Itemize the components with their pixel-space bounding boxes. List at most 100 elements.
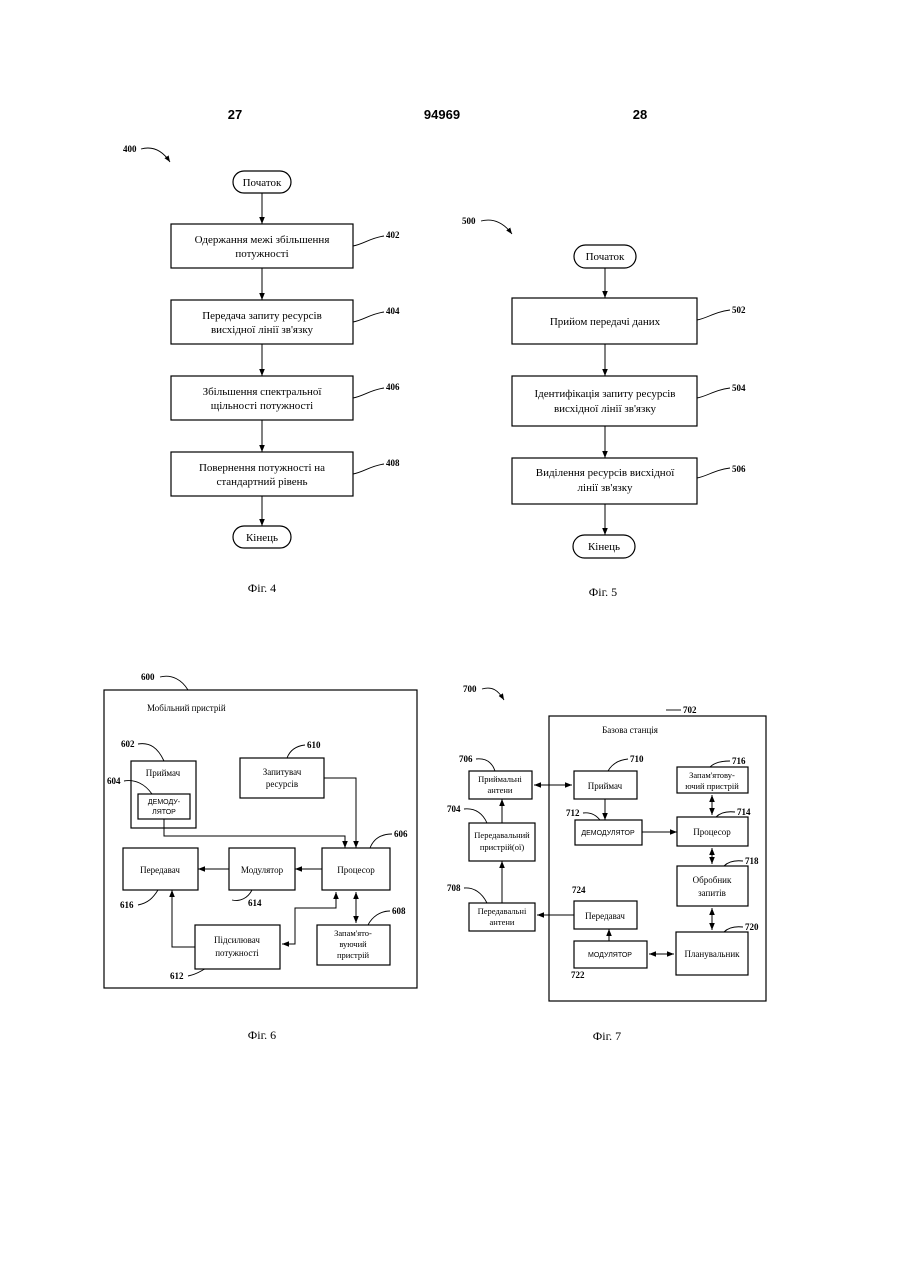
figure-7: 700 Базова станція 702 Приймальні антени…: [447, 684, 766, 1043]
fig6-ref-610: 610: [307, 740, 321, 750]
fig5-ref-502: 502: [732, 305, 746, 315]
page-number-right: 28: [633, 107, 647, 122]
fig7-leader-714: [716, 812, 735, 817]
fig4-leader-402: [353, 236, 384, 246]
mobile-device-title: Мобільний пристрій: [147, 703, 226, 713]
fig7-ref-704: 704: [447, 804, 461, 814]
fig7-ref-714: 714: [737, 807, 751, 817]
fig7-leader-720: [724, 927, 743, 932]
fig6-transmitter-label: Передавач: [140, 865, 180, 875]
fig6-leader-610: [287, 745, 305, 758]
fig4-step-404-line2: висхідної лінії зв'язку: [211, 324, 314, 336]
fig7-leader-710: [608, 759, 628, 771]
fig6-requester-block: [240, 758, 324, 798]
fig7-transmitter-label: Передавач: [585, 911, 625, 921]
figure-4: 400 Початок Одержання межі збільшення по…: [123, 144, 400, 595]
fig4-ref-406: 406: [386, 382, 400, 392]
fig6-ref-608: 608: [392, 906, 406, 916]
fig6-requester-line2: ресурсів: [266, 779, 298, 789]
fig5-step-502-line1: Прийом передачі даних: [550, 316, 661, 328]
fig6-leader-606: [370, 834, 392, 848]
fig7-leader-704: [464, 809, 487, 823]
fig5-step-504: [512, 376, 697, 426]
fig5-ref-arrow: [481, 220, 512, 234]
fig7-scheduler-label: Планувальник: [684, 949, 740, 959]
fig6-demodulator-line2: ЛЯТОР: [152, 809, 176, 816]
fig4-step-402: [171, 224, 353, 268]
page-number-left: 27: [228, 107, 242, 122]
patent-number: 94969: [424, 107, 460, 122]
fig6-ref-616: 616: [120, 900, 134, 910]
fig4-end-label: Кінець: [246, 532, 278, 544]
fig7-leader-712: [583, 813, 600, 820]
fig7-rx-antennas-line1: Приймальні: [478, 774, 522, 784]
fig7-ref-716: 716: [732, 756, 746, 766]
fig4-step-406-line2: щільності потужності: [211, 400, 313, 412]
fig6-memory-line2: вуючий: [339, 939, 367, 949]
fig4-leader-408: [353, 464, 384, 474]
fig4-start-label: Початок: [243, 177, 282, 189]
fig6-ref-leader: [160, 676, 188, 690]
fig4-step-404: [171, 300, 353, 344]
fig7-processor-label: Процесор: [693, 827, 731, 837]
fig6-amplifier-block: [195, 925, 280, 969]
figure-5: 500 Початок Прийом передачі даних 502 Ід…: [462, 216, 746, 599]
fig7-tx-antennas-line2: антени: [490, 917, 515, 927]
fig6-requester-to-processor: [324, 778, 356, 848]
fig6-memory-line3: пристрій: [337, 950, 370, 960]
figure-6: 600 Мобільний пристрій Приймач 602 ДЕМОД…: [104, 672, 417, 1042]
fig4-leader-406: [353, 388, 384, 398]
fig5-step-504-line2: висхідної лінії зв'язку: [554, 403, 657, 415]
fig7-leader-716: [710, 761, 730, 767]
fig4-ref-404: 404: [386, 306, 400, 316]
fig5-step-506-line2: лінії зв'язку: [578, 482, 633, 494]
fig5-step-506-line1: Виділення ресурсів висхідної: [536, 467, 675, 479]
fig7-ref-arrow: [482, 688, 504, 700]
fig5-leader-502: [697, 310, 730, 320]
fig6-ref-614: 614: [248, 898, 262, 908]
fig4-step-402-line2: потужності: [235, 248, 288, 260]
fig6-ref-604: 604: [107, 776, 121, 786]
fig7-request-handler-block: [677, 866, 748, 906]
fig4-ref-402: 402: [386, 230, 400, 240]
fig5-step-506: [512, 458, 697, 504]
fig4-step-402-line1: Одержання межі збільшення: [195, 234, 330, 246]
fig4-step-406: [171, 376, 353, 420]
fig4-step-408-line2: стандартний рівень: [216, 476, 307, 488]
fig7-request-handler-line1: Обробник: [693, 875, 732, 885]
fig7-ref-718: 718: [745, 856, 759, 866]
fig6-receiver-label: Приймач: [146, 768, 181, 778]
fig5-ref-504: 504: [732, 383, 746, 393]
fig4-ref: 400: [123, 144, 137, 154]
fig6-ref-606: 606: [394, 829, 408, 839]
fig5-leader-506: [697, 468, 730, 478]
fig5-leader-504: [697, 388, 730, 398]
fig5-step-504-line1: Ідентифікація запиту ресурсів: [534, 388, 675, 400]
fig4-step-404-line1: Передача запиту ресурсів: [202, 310, 322, 322]
fig7-ref-712: 712: [566, 808, 580, 818]
fig6-amplifier-line2: потужності: [215, 948, 259, 958]
fig6-ref-602: 602: [121, 739, 135, 749]
fig7-ref-722: 722: [571, 970, 585, 980]
fig7-memory-line2: ючий пристрій: [685, 781, 739, 791]
fig6-leader-616: [138, 890, 158, 905]
fig7-ref-708: 708: [447, 883, 461, 893]
fig6-leader-612: [188, 969, 205, 976]
fig4-ref-408: 408: [386, 458, 400, 468]
fig6-amplifier-to-transmitter: [172, 890, 195, 947]
fig6-caption: Фіг. 6: [248, 1028, 276, 1042]
fig7-tx-device-line1: Передавальний: [474, 830, 530, 840]
fig7-ref: 700: [463, 684, 477, 694]
fig4-step-406-line1: Збільшення спектральної: [203, 386, 323, 398]
fig7-ref-706: 706: [459, 754, 473, 764]
fig5-caption: Фіг. 5: [589, 585, 617, 599]
fig7-tx-device-line2: пристрій(ої): [480, 842, 525, 852]
fig5-end-label: Кінець: [588, 541, 620, 553]
fig7-leader-708: [464, 888, 487, 903]
fig7-tx-antennas-line1: Передавальні: [478, 906, 527, 916]
fig4-step-408-line1: Повернення потужності на: [199, 462, 325, 474]
fig6-amplifier-line1: Підсилювач: [214, 935, 260, 945]
fig7-memory-line1: Запам'ятову-: [689, 770, 735, 780]
fig6-leader-602: [138, 744, 164, 761]
